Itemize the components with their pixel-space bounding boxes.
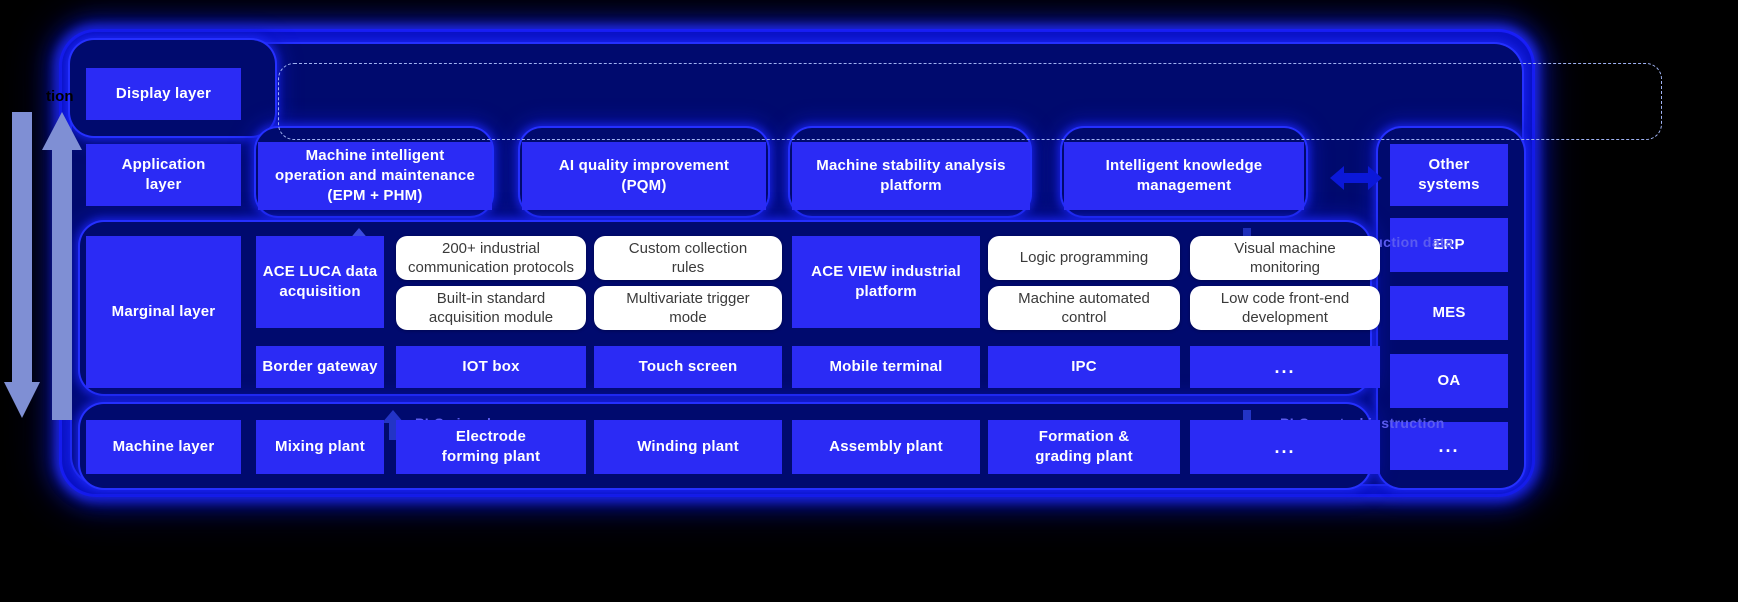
external-system-more[interactable]: ... [1390, 422, 1508, 470]
left-up-arrow-icon [42, 112, 82, 420]
external-system-other[interactable]: Other systems [1390, 144, 1508, 206]
capability-logic-programming[interactable]: Logic programming [988, 236, 1180, 280]
left-down-arrow-icon [4, 112, 40, 418]
platform-ace-view[interactable]: ACE VIEW industrial platform [792, 236, 980, 328]
plant-formation-grading[interactable]: Formation & grading plant [988, 420, 1180, 474]
application-item-stability[interactable]: Machine stability analysis platform [792, 142, 1030, 210]
capability-visual-machine-monitoring[interactable]: Visual machine monitoring [1190, 236, 1380, 280]
layer-label-machine: Machine layer [86, 420, 241, 474]
external-system-mes[interactable]: MES [1390, 286, 1508, 340]
device-iot-box[interactable]: IOT box [396, 346, 586, 388]
capability-low-code-frontend[interactable]: Low code front-end development [1190, 286, 1380, 330]
device-mobile-terminal[interactable]: Mobile terminal [792, 346, 980, 388]
application-item-pqm[interactable]: AI quality improvement (PQM) [522, 142, 766, 210]
application-item-epm-phm[interactable]: Machine intelligent operation and mainte… [258, 142, 492, 210]
plant-winding[interactable]: Winding plant [594, 420, 782, 474]
platform-ace-luca[interactable]: ACE LUCA data acquisition [256, 236, 384, 328]
external-system-oa[interactable]: OA [1390, 354, 1508, 408]
layer-label-application: Application layer [86, 144, 241, 206]
capability-builtin-standard-module[interactable]: Built-in standard acquisition module [396, 286, 586, 330]
layer-label-display: Display layer [86, 68, 241, 120]
plant-assembly[interactable]: Assembly plant [792, 420, 980, 474]
plant-mixing[interactable]: Mixing plant [256, 420, 384, 474]
device-border-gateway[interactable]: Border gateway [256, 346, 384, 388]
external-system-erp[interactable]: ERP [1390, 218, 1508, 272]
plant-more[interactable]: ... [1190, 420, 1380, 474]
capability-200-protocols[interactable]: 200+ industrial communication protocols [396, 236, 586, 280]
plc-signal-up-arrow-icon [382, 410, 404, 440]
capability-multivariate-trigger-mode[interactable]: Multivariate trigger mode [594, 286, 782, 330]
capability-custom-collection-rules[interactable]: Custom collection rules [594, 236, 782, 280]
knowledge-to-other-systems-double-arrow-icon [1330, 166, 1382, 190]
layer-label-marginal: Marginal layer [86, 236, 241, 388]
device-ipc[interactable]: IPC [988, 346, 1180, 388]
display-layer-dashed-region [278, 63, 1662, 140]
plant-electrode-forming[interactable]: Electrode forming plant [396, 420, 586, 474]
device-more[interactable]: ... [1190, 346, 1380, 388]
cut-off-side-label: tion [46, 88, 74, 105]
application-item-knowledge[interactable]: Intelligent knowledge management [1064, 142, 1304, 210]
capability-machine-automated-control[interactable]: Machine automated control [988, 286, 1180, 330]
device-touch-screen[interactable]: Touch screen [594, 346, 782, 388]
